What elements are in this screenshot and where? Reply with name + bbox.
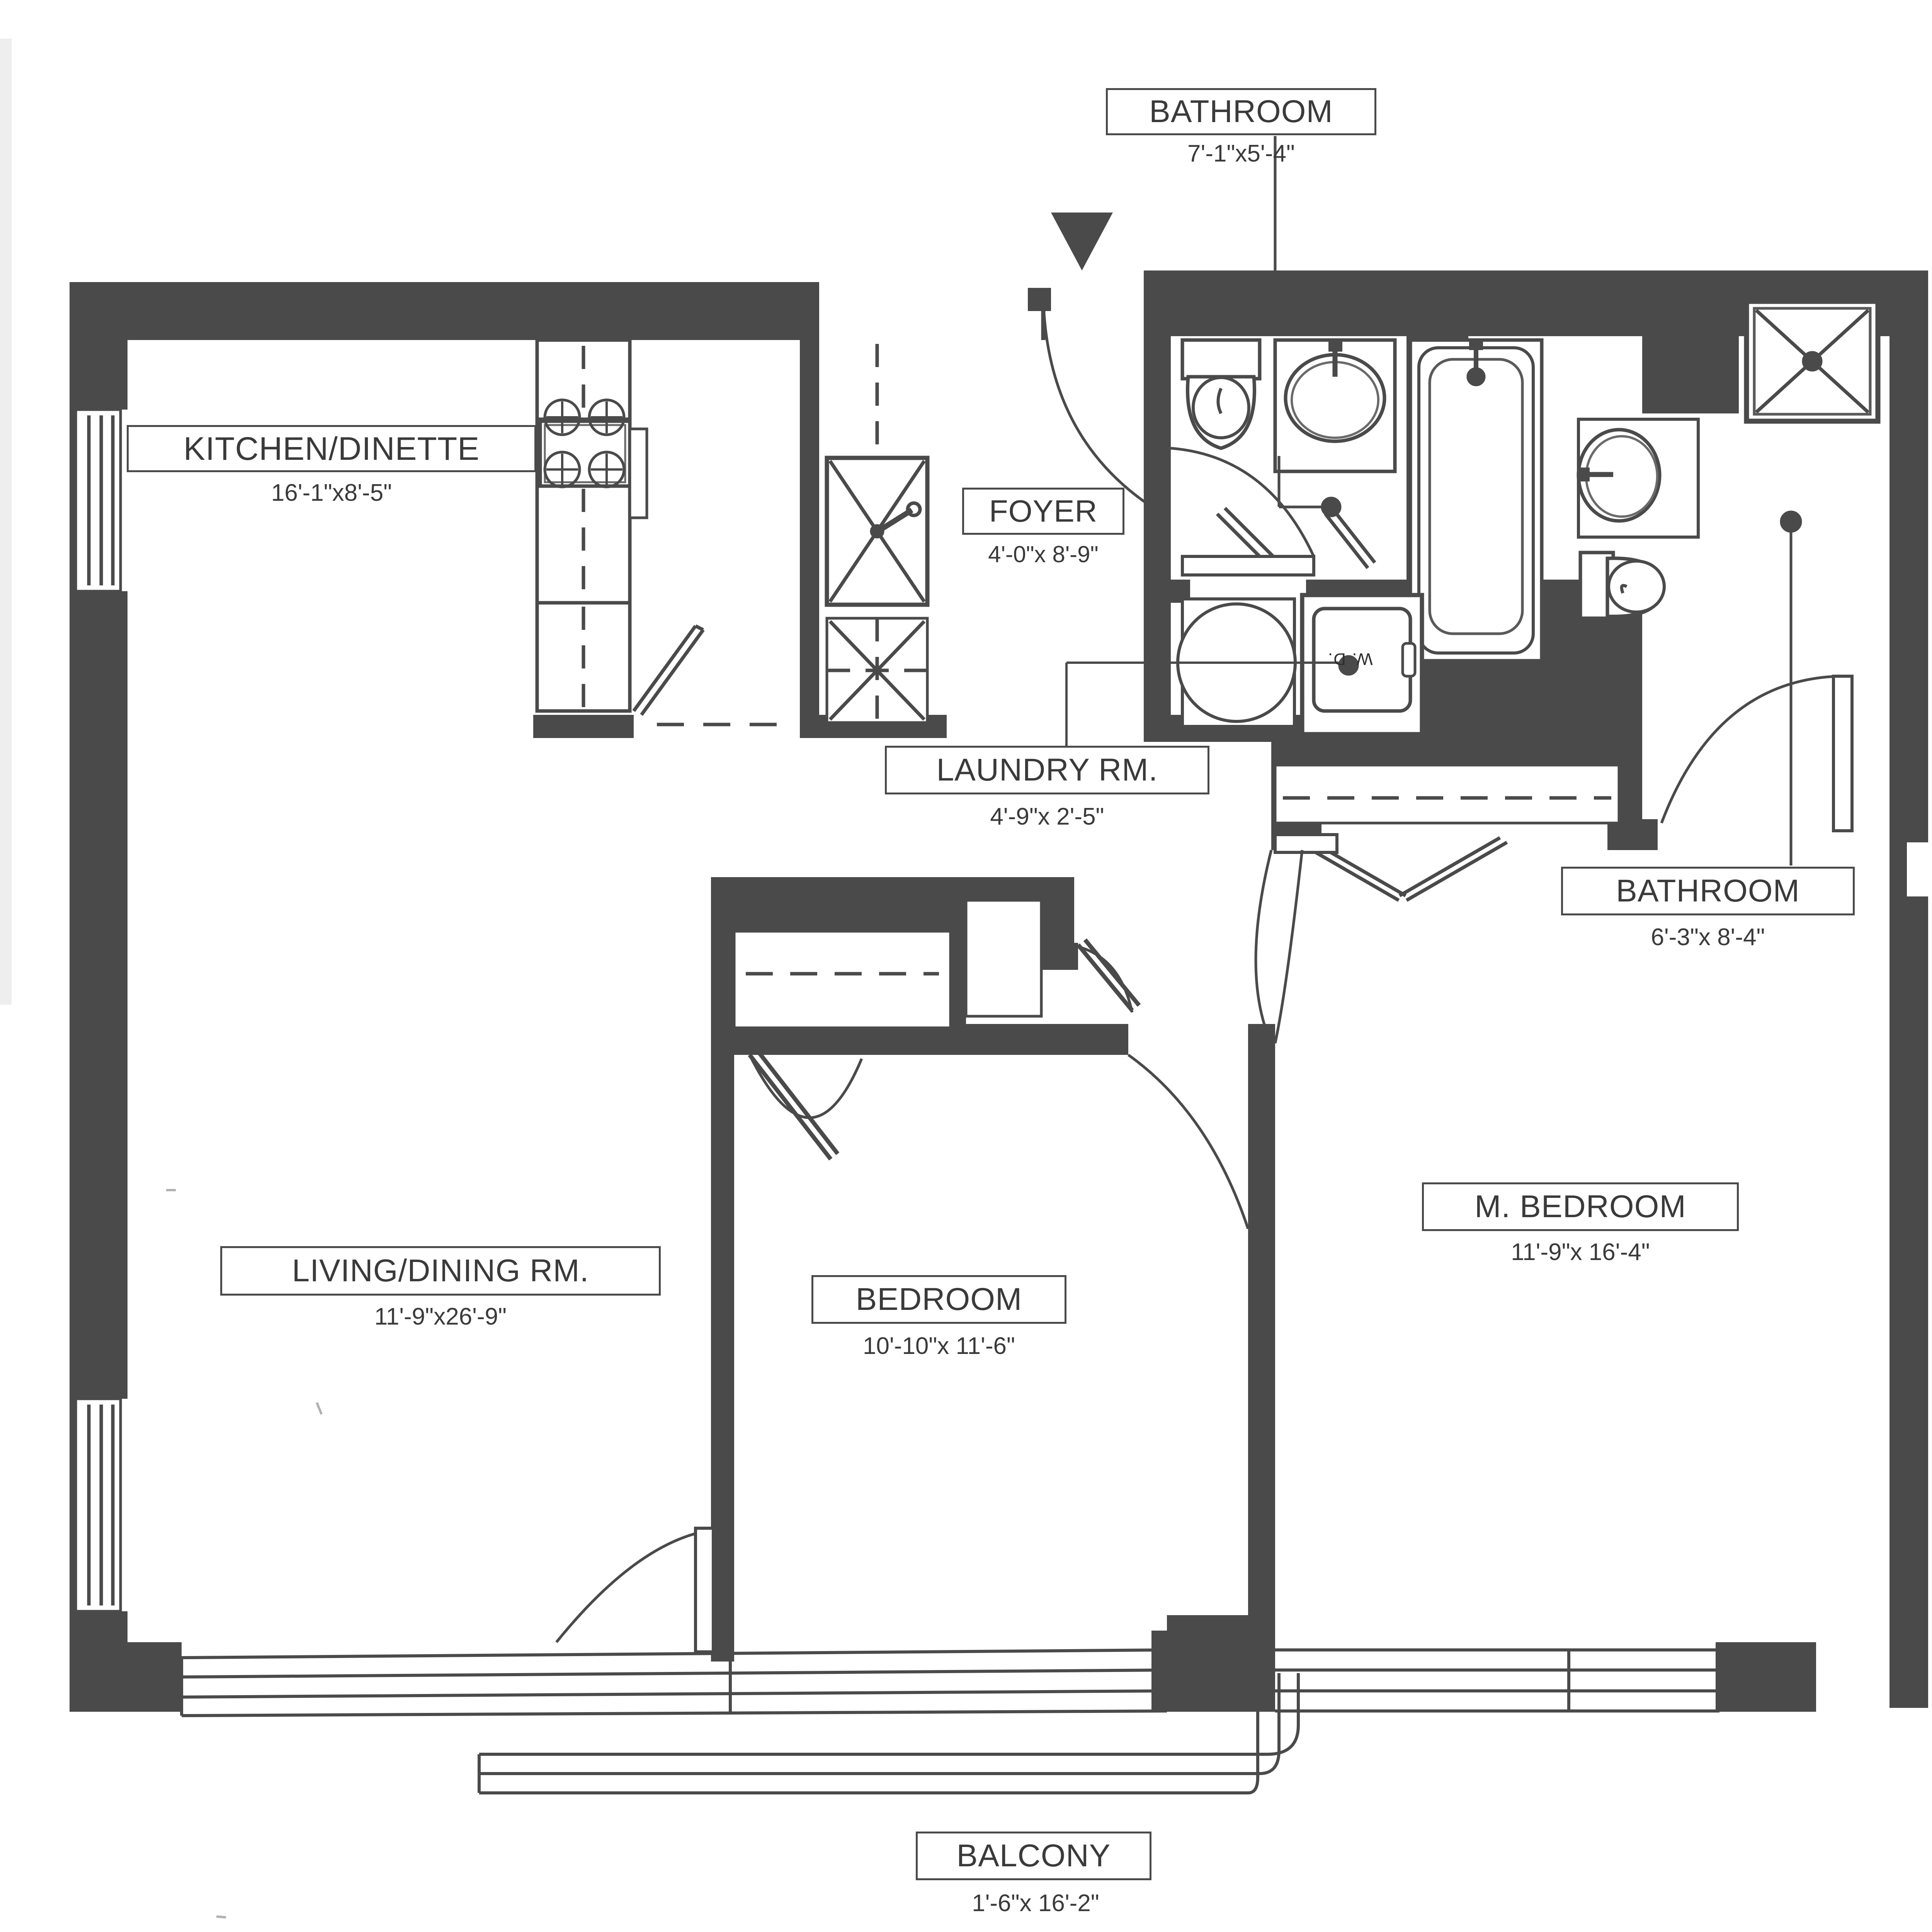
sink-icon-master-bath [1577,418,1700,539]
room-name-text: FOYER [989,494,1098,528]
room-name-text: LAUNDRY RM. [936,752,1158,787]
dryer-label-text: W. D. [1327,650,1373,668]
room-label-foyer: FOYER [962,488,1124,535]
toilet-icon-master-bath [1578,551,1666,620]
room-area-balcony: 23 S.F. [893,1930,1179,1932]
foyer-closet-upper [825,456,930,607]
sink-icon-main-bath [1273,338,1397,473]
bedroom-closet [733,889,1043,1029]
plan-linework [74,288,1881,1918]
hall-door-swing [1254,850,1304,1044]
room-label-bathroom-main: BATHROOM [1106,88,1376,135]
entry-arrow-icon [1051,213,1113,270]
room-name-text: LIVING/DINING RM. [292,1253,589,1288]
room-dim-balcony: 1'-6"x 16'-2" [972,1890,1099,1917]
dryer-icon [1300,593,1424,736]
room-dim-living-dining-room: 11'-9"x26'-9" [374,1303,507,1330]
window-living-upper [74,408,122,593]
balcony-sliding-doors [180,1648,1719,1717]
room-label-kitchen-dinette: KITCHEN/DINETTE [127,425,536,472]
room-name-text: BATHROOM [1149,94,1333,129]
room-name-text: BATHROOM [1616,873,1800,908]
shower-icon-master-bath [1744,299,1881,424]
scan-pencil-marks [166,1189,323,1918]
room-dim-foyer: 4'-0"x 8'-9" [988,541,1099,567]
room-label-bathroom-master: BATHROOM [1561,867,1855,915]
bedroom-closet-door [1076,938,1141,1013]
kitchen-door-swing [632,624,705,716]
bedroom-balcony-door-swing [555,1527,715,1653]
toilet-icon-main-bath [1180,338,1262,450]
room-dim-bedroom: 10'-10"x 11'-6" [863,1333,1015,1359]
kitchen-cabinets [535,338,632,713]
room-label-master-bedroom: M. BEDROOM [1422,1182,1739,1231]
range-stove-icon [538,398,648,519]
bathtub-icon-main-bath [1408,338,1544,663]
room-name-text: BEDROOM [855,1282,1022,1317]
hall-closet [1274,764,1621,825]
balcony-outline [478,1673,1300,1794]
master-bath-door-swing [1660,675,1854,832]
hall-bifold-doors [1274,833,1508,902]
room-dim-bathroom-main: 7'-1"x5'-4" [1187,140,1295,167]
foyer-closet-lower [825,617,929,726]
room-name-text: M. BEDROOM [1475,1189,1686,1224]
room-dim-master-bedroom: 11'-9"x 16'-4" [1511,1239,1650,1265]
room-name-text: KITCHEN/DINETTE [183,430,480,467]
room-label-living-dining-room: LIVING/DINING RM. [220,1246,661,1296]
bathroom-door-swing-main [1170,447,1376,577]
entry-door-swing [1028,288,1164,515]
bedroom-entry-door-swing [1127,1054,1250,1230]
room-dim-kitchen-dinette: 16'-1"x8'-5" [271,480,392,506]
room-label-balcony: BALCONY [916,1832,1151,1880]
window-living-lower [74,1397,122,1613]
bedroom-closet-door-left [748,1048,863,1161]
scan-edge-artifact [0,39,12,1005]
room-dim-laundry-room: 4'-9"x 2'-5" [990,803,1104,830]
room-label-laundry-room: LAUNDRY RM. [885,746,1209,794]
room-dim-bathroom-master: 6'-3"x 8'-4" [1651,924,1765,951]
room-label-bedroom: BEDROOM [811,1275,1066,1324]
room-name-text: BALCONY [956,1838,1111,1873]
